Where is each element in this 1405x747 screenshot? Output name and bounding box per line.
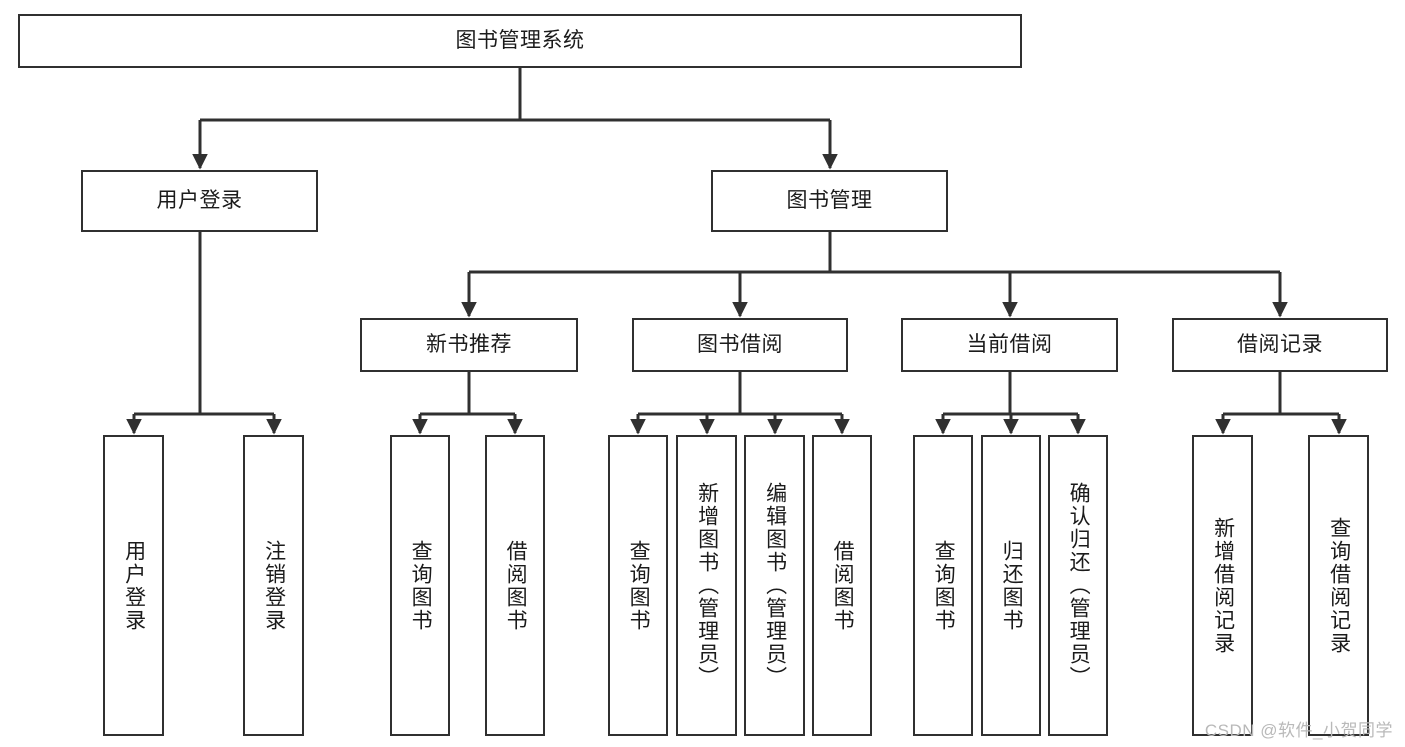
node-box-leaf-cur-2[interactable]: 归还图书 bbox=[981, 435, 1041, 736]
connector-group-current bbox=[935, 372, 1086, 435]
node-label-leaf-login-1: 用户登录 bbox=[122, 539, 146, 632]
node-box-leaf-borrow-2[interactable]: 新增图书（管理员） bbox=[676, 435, 737, 736]
node-box-leaf-rec-2[interactable]: 查询借阅记录 bbox=[1308, 435, 1369, 736]
node-box-leaf-borrow-3[interactable]: 编辑图书（管理员） bbox=[744, 435, 805, 736]
node-box-bookmgmt[interactable]: 图书管理 bbox=[711, 170, 948, 232]
node-label-leaf-borrow-2: 新增图书（管理员） bbox=[695, 482, 719, 689]
node-label-leaf-borrow-3: 编辑图书（管理员） bbox=[763, 482, 787, 689]
connector-group-login bbox=[126, 232, 282, 435]
node-label-current: 当前借阅 bbox=[966, 333, 1053, 357]
node-label-borrow: 图书借阅 bbox=[697, 333, 783, 357]
node-box-records[interactable]: 借阅记录 bbox=[1172, 318, 1388, 372]
node-label-leaf-login-2: 注销登录 bbox=[262, 539, 286, 632]
node-label-leaf-new-1: 查询图书 bbox=[409, 539, 433, 632]
node-label-leaf-cur-2: 归还图书 bbox=[1000, 539, 1024, 632]
node-label-leaf-borrow-4: 借阅图书 bbox=[831, 539, 855, 632]
node-box-leaf-cur-1[interactable]: 查询图书 bbox=[913, 435, 973, 736]
connector-group-bookmgmt bbox=[461, 232, 1288, 318]
node-box-leaf-rec-1[interactable]: 新增借阅记录 bbox=[1192, 435, 1253, 736]
node-box-leaf-cur-3[interactable]: 确认归还（管理员） bbox=[1048, 435, 1108, 736]
node-box-leaf-borrow-1[interactable]: 查询图书 bbox=[608, 435, 668, 736]
node-label-bookmgmt: 图书管理 bbox=[786, 189, 873, 213]
node-label-leaf-new-2: 借阅图书 bbox=[504, 539, 528, 632]
node-box-leaf-new-1[interactable]: 查询图书 bbox=[390, 435, 450, 736]
node-box-newbook[interactable]: 新书推荐 bbox=[360, 318, 578, 372]
connector-group-newbook bbox=[412, 372, 523, 435]
node-box-leaf-login-1[interactable]: 用户登录 bbox=[103, 435, 164, 736]
connector-group-records bbox=[1215, 372, 1347, 435]
node-label-leaf-borrow-1: 查询图书 bbox=[627, 539, 651, 632]
node-label-login: 用户登录 bbox=[156, 189, 243, 213]
node-box-login[interactable]: 用户登录 bbox=[81, 170, 318, 232]
node-box-leaf-borrow-4[interactable]: 借阅图书 bbox=[812, 435, 872, 736]
node-box-borrow[interactable]: 图书借阅 bbox=[632, 318, 848, 372]
node-label-leaf-cur-3: 确认归还（管理员） bbox=[1067, 482, 1091, 689]
node-box-leaf-login-2[interactable]: 注销登录 bbox=[243, 435, 304, 736]
connector-group-root bbox=[192, 68, 838, 170]
node-label-leaf-rec-2: 查询借阅记录 bbox=[1327, 516, 1351, 655]
node-box-leaf-new-2[interactable]: 借阅图书 bbox=[485, 435, 545, 736]
node-label-leaf-cur-1: 查询图书 bbox=[932, 539, 956, 632]
node-label-root: 图书管理系统 bbox=[455, 29, 585, 53]
node-label-leaf-rec-1: 新增借阅记录 bbox=[1211, 516, 1235, 655]
node-label-newbook: 新书推荐 bbox=[426, 333, 512, 357]
node-box-current[interactable]: 当前借阅 bbox=[901, 318, 1118, 372]
node-box-root[interactable]: 图书管理系统 bbox=[18, 14, 1022, 68]
node-label-records: 借阅记录 bbox=[1237, 333, 1323, 357]
connector-group-borrow bbox=[630, 372, 850, 435]
